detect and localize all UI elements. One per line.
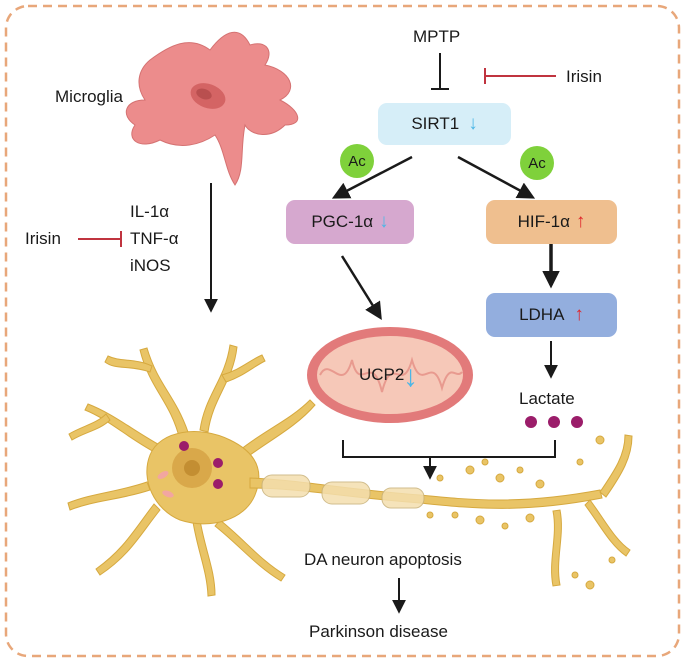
lactate-dot [525,416,537,428]
sirt1-to-pgc-arrow [331,155,413,199]
sirt1-label: SIRT1 [411,114,460,133]
pgc1a-label: PGC-1α [311,212,374,231]
ac-left-badge: Ac [340,144,374,178]
sirt1-to-hif-arrow [457,155,536,199]
down-arrow-icon: ↓ [403,360,418,393]
down-arrow-icon: ↓ [379,211,389,232]
apoptosis-label: DA neuron apoptosis [304,550,462,569]
hif1a-box: HIF-1α ↑ [486,200,617,244]
sirt1-box: SIRT1 ↓ [378,103,511,145]
neuron-cell [67,344,633,597]
irisin-left-label: Irisin [25,229,61,248]
ldha-label: LDHA [519,305,565,324]
neuron-nucleus [157,441,223,498]
il1a-label: IL-1α [130,202,170,221]
hif1a-label: HIF-1α [517,212,570,231]
ac-right-label: Ac [528,154,546,172]
dashed-border [4,4,681,658]
up-arrow-icon: ↑ [574,304,584,325]
mitochondrion [307,327,473,423]
ac-right-badge: Ac [520,146,554,180]
pgc1a-box: PGC-1α ↓ [286,200,414,244]
irisin-top-label: Irisin [566,67,602,86]
ac-left-label: Ac [348,152,366,170]
down-arrow-icon: ↓ [468,113,478,134]
up-arrow-icon: ↑ [575,211,586,232]
lactate-label: Lactate [519,389,575,408]
tnfa-label: TNF-α [130,229,179,248]
lactate-dot [571,416,583,428]
pgc-to-ucp2-arrow [340,255,382,320]
convergence-bracket [342,440,556,480]
inos-label: iNOS [130,256,171,275]
parkinson-label: Parkinson disease [309,622,448,641]
ldha-box: LDHA ↑ [486,293,617,337]
ucp2-label: UCP2 [359,365,405,384]
mptp-label: MPTP [413,27,461,46]
lactate-dot [548,416,560,428]
microglia-cell [125,32,298,186]
microglia-label: Microglia [55,87,124,106]
